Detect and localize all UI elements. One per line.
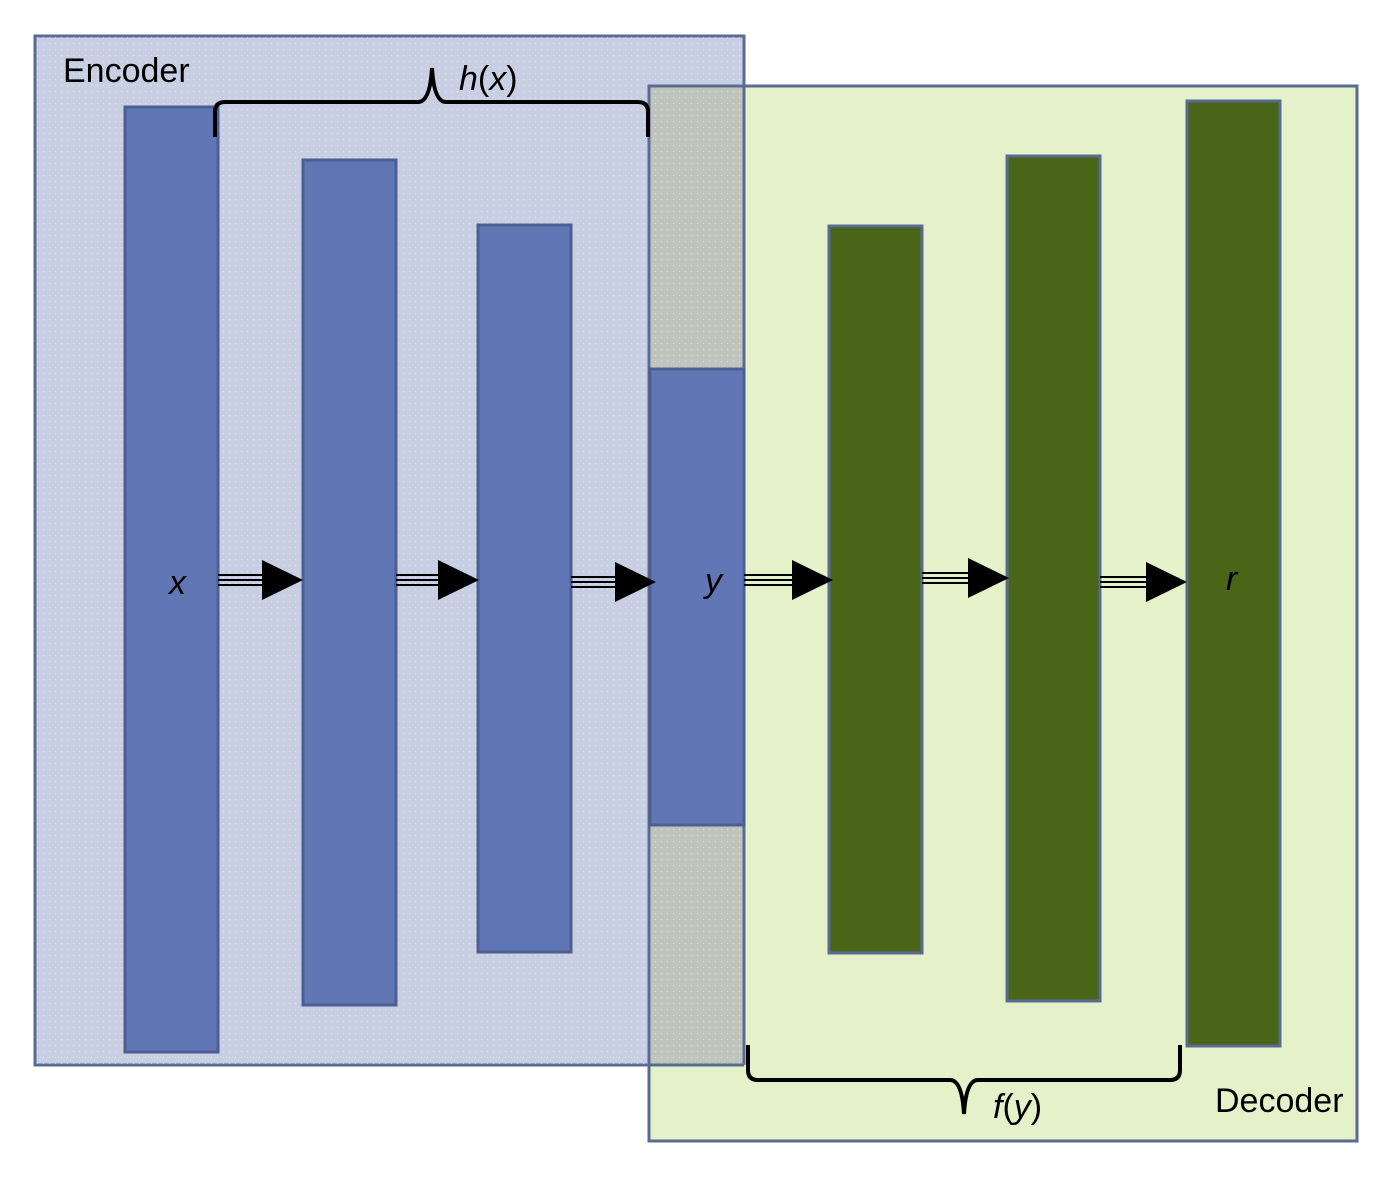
encoder-function-label: h(x): [459, 60, 518, 98]
arrow-1: [218, 560, 303, 600]
arrow-2: [396, 560, 479, 600]
reconstruction-node-label: r: [1226, 560, 1239, 598]
decoder-layer-hidden-1: [827, 224, 924, 955]
arrow-3: [571, 562, 656, 602]
arrow-5: [922, 558, 1009, 598]
decoder-label: Decoder: [1215, 1082, 1344, 1120]
decoder-function-label: f(y): [993, 1088, 1042, 1126]
decoder-layer-hidden-2: [1005, 154, 1102, 1003]
encoder-layer-hidden-1: [301, 158, 398, 1007]
encoder-layer-hidden-2: [476, 223, 573, 954]
encoder-brace: [213, 67, 650, 137]
arrow-4: [744, 560, 833, 600]
code-layer: [648, 367, 746, 827]
arrow-6: [1100, 562, 1187, 602]
decoder-layer-output: [1185, 99, 1282, 1048]
encoder-layer-input: [123, 105, 220, 1054]
code-node-label: y: [703, 562, 724, 600]
input-node-label: x: [167, 564, 187, 602]
encoder-label: Encoder: [63, 52, 190, 90]
decoder-brace: [746, 1045, 1182, 1115]
